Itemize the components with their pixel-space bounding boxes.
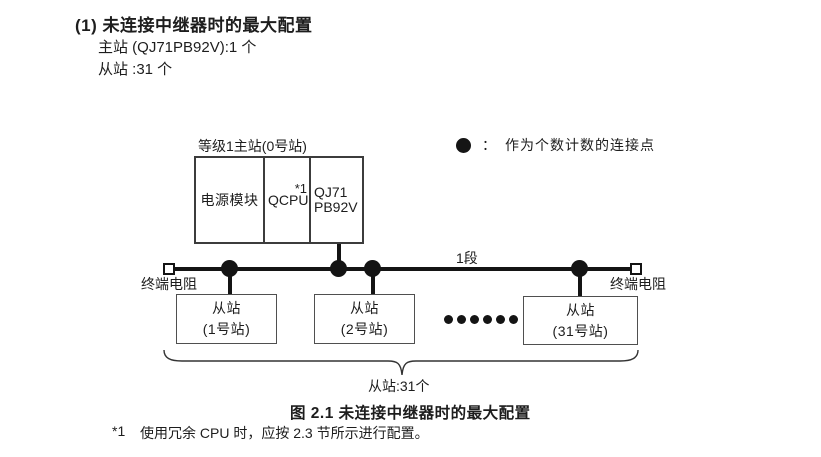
slave2-line1: 从站 [350, 300, 379, 316]
terminator-label-right: 终端电阻 [610, 276, 666, 292]
connection-point-dot [364, 260, 381, 277]
connection-point-dot [571, 260, 588, 277]
ellipsis-dots-icon [444, 315, 518, 324]
slave1-drop-line [228, 269, 232, 295]
slave-station-2-box: 从站 (2号站) [314, 294, 415, 344]
terminator-square-left [163, 263, 175, 275]
bus-line [175, 267, 632, 271]
slave2-drop-line [371, 269, 375, 295]
master-drop-line [337, 244, 341, 269]
footnote-ref-superscript: *1 [294, 181, 307, 196]
slave-station-1-box: 从站 (1号站) [176, 294, 277, 344]
qcpu-cell: *1 QCPU [265, 158, 311, 242]
qj71pb92v-cell: QJ71 PB92V [311, 158, 362, 242]
terminator-label-left: 终端电阻 [141, 276, 197, 292]
qcpu-label: QCPU [268, 192, 309, 208]
legend-colon: ： [482, 137, 496, 153]
qj71-line: QJ71 [314, 183, 348, 200]
slave31-drop-line [578, 269, 582, 297]
brace-count-label: 从站:31个 [368, 378, 430, 394]
slave31-line1: 从站 [566, 301, 595, 318]
master-count-line: 主站 (QJ71PB92V):1 个 [98, 39, 257, 56]
slave31-line2: (31号站) [552, 322, 609, 339]
section-title: (1) 未连接中继器时的最大配置 [75, 16, 313, 35]
footnote-marker: *1 [112, 423, 126, 439]
slave-count-line: 从站 :31 个 [98, 61, 173, 78]
terminator-square-right [630, 263, 642, 275]
slave-station-31-box: 从站 (31号站) [523, 296, 638, 345]
slave2-line2: (2号站) [340, 321, 389, 337]
curly-brace [163, 350, 639, 376]
slave1-line2: (1号站) [202, 321, 251, 337]
connection-point-dot [330, 260, 347, 277]
legend: ： 作为个数计数的连接点 [456, 135, 655, 155]
power-supply-module-cell: 电源模块 [196, 158, 265, 242]
pb92v-line: PB92V [314, 199, 358, 215]
legend-text: 作为个数计数的连接点 [505, 137, 655, 153]
slave1-line1: 从站 [212, 300, 241, 316]
connection-point-dot-icon [456, 137, 471, 153]
connection-point-dot [221, 260, 238, 277]
figure-caption: 图 2.1 未连接中继器时的最大配置 [290, 405, 531, 422]
master-station-box: 电源模块 *1 QCPU QJ71 PB92V [194, 156, 364, 244]
master-station-label: 等级1主站(0号站) [198, 138, 307, 154]
segment-label: 1段 [456, 250, 478, 266]
footnote-text: 使用冗余 CPU 时，应按 2.3 节所示进行配置。 [140, 425, 429, 441]
